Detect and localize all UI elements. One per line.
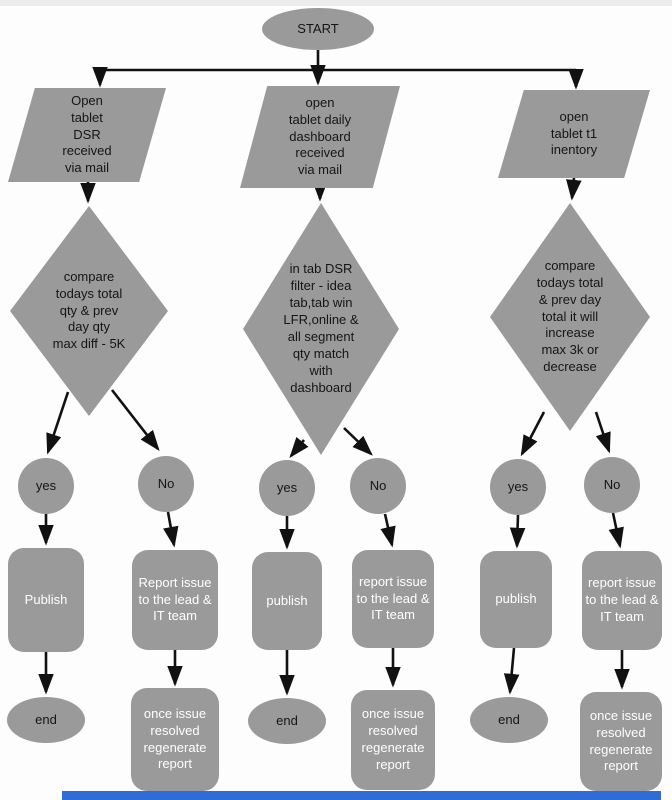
window-top-edge [0, 0, 672, 6]
col3-report-issue-box: report issue to the lead & IT team [582, 551, 662, 650]
col3-yes-circle: yes [490, 459, 546, 515]
col2-input-parallelogram: open tablet daily dashboard received via… [240, 86, 400, 188]
footer-bar [62, 791, 661, 800]
col2-yes-circle: yes [259, 460, 315, 516]
col1-report-issue-box: Report issue to the lead & IT team [132, 550, 218, 650]
col1-no-circle: No [138, 456, 194, 512]
col1-yes-circle: yes [18, 458, 74, 514]
col1-end-node: end [7, 697, 85, 743]
start-branch-connectors [92, 50, 584, 90]
col1-resolve-box: once issue resolved regenerate report [131, 688, 219, 791]
col2-report-issue-box: report issue to the lead & IT team [352, 550, 434, 648]
col3-decision-diamond: compare todays total & prev day total it… [490, 203, 650, 431]
col3-no-circle: No [584, 457, 640, 513]
col3-publish-box: publish [480, 551, 552, 648]
col3-input-parallelogram: open tablet t1 inentory [498, 90, 650, 178]
col1-decision-diamond: compare todays total qty & prev day qty … [10, 206, 168, 416]
col3-end-node: end [470, 697, 548, 743]
col2-publish-box: publish [252, 552, 322, 650]
start-node: START [262, 8, 374, 50]
col3-resolve-box: once issue resolved regenerate report [580, 692, 662, 791]
col1-publish-box: Publish [8, 548, 84, 652]
col2-end-node: end [248, 698, 326, 744]
col2-no-circle: No [350, 458, 406, 514]
col2-resolve-box: once issue resolved regenerate report [351, 690, 435, 790]
col2-decision-diamond: in tab DSR filter - idea tab,tab win LFR… [243, 203, 399, 455]
col1-input-parallelogram: Open tablet DSR received via mail [8, 88, 166, 182]
